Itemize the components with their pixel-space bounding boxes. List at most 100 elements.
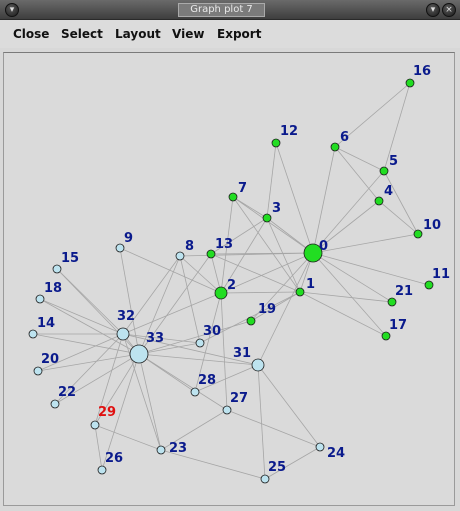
window-menu-icon[interactable]: ▾ [5,3,19,17]
graph-edge-26-33 [101,353,140,471]
graph-node-7[interactable] [228,192,238,202]
node-label-5: 5 [389,154,398,169]
graph-edge-0-21 [312,252,393,303]
graph-edge-14-33 [32,333,140,355]
window-title: Graph plot 7 [178,3,265,17]
node-label-3: 3 [272,201,281,216]
graph-edge-0-31 [257,252,314,366]
node-label-14: 14 [37,316,55,331]
graph-edge-24-31 [257,364,321,448]
node-label-15: 15 [61,251,79,266]
graph-node-9[interactable] [115,243,125,253]
graph-node-20[interactable] [33,366,43,376]
node-label-26: 26 [105,451,123,466]
graph-edge-19-33 [138,320,252,355]
graph-edge-29-32 [94,333,124,426]
graph-node-1[interactable] [295,287,305,297]
menu-layout[interactable]: Layout [115,27,161,41]
menu-select[interactable]: Select [61,27,103,41]
graph-edge-23-32 [122,333,162,451]
node-label-28: 28 [198,373,216,388]
graph-node-29[interactable] [90,420,100,430]
node-label-13: 13 [215,237,233,252]
edge-layer [32,82,430,480]
node-label-7: 7 [238,181,247,196]
graph-node-12[interactable] [271,138,281,148]
graph-node-31[interactable] [251,358,265,372]
node-label-29: 29 [98,405,116,420]
graph-node-32[interactable] [116,327,130,341]
graph-edge-4-10 [378,200,419,235]
graph-node-8[interactable] [175,251,185,261]
graph-edge-2-32 [122,292,222,335]
graph-edge-2-28 [194,292,222,393]
graph-edge-0-2 [220,252,314,294]
graph-edge-1-7 [232,196,301,293]
graph-edge-8-30 [179,255,201,344]
node-label-12: 12 [280,124,298,139]
menu-bar: Close Select Layout View Export [0,20,460,48]
graph-edge-1-2 [220,291,301,294]
graph-node-26[interactable] [97,465,107,475]
graph-edge-1-19 [250,291,301,322]
node-label-1: 1 [306,277,315,292]
graph-node-11[interactable] [424,280,434,290]
graph-node-28[interactable] [190,387,200,397]
graph-edge-4-6 [334,146,380,202]
graph-node-0[interactable] [303,243,323,263]
node-label-21: 21 [395,284,413,299]
node-label-2: 2 [227,278,236,293]
node-layer [28,78,434,484]
graph-node-17[interactable] [381,331,391,341]
menu-view[interactable]: View [172,27,205,41]
graph-edge-25-31 [257,364,266,480]
window-titlebar[interactable]: ▾ Graph plot 7 ▾ × [0,0,460,20]
menu-export[interactable]: Export [217,27,262,41]
graph-node-3[interactable] [262,213,272,223]
graph-node-25[interactable] [260,474,270,484]
node-label-16: 16 [413,64,431,79]
graph-node-23[interactable] [156,445,166,455]
graph-edge-0-6 [312,146,336,254]
graph-node-33[interactable] [129,344,149,364]
graph-node-2[interactable] [214,286,228,300]
graph-node-16[interactable] [405,78,415,88]
graph-node-22[interactable] [50,399,60,409]
graph-edge-1-21 [299,291,393,303]
graph-node-5[interactable] [379,166,389,176]
close-window-icon[interactable]: × [442,3,456,17]
graph-node-13[interactable] [206,249,216,259]
graph-node-14[interactable] [28,329,38,339]
node-label-24: 24 [327,446,345,461]
graph-node-18[interactable] [35,294,45,304]
graph-node-10[interactable] [413,229,423,239]
graph-edge-3-12 [266,142,277,219]
menu-close[interactable]: Close [13,27,50,41]
graph-edge-20-33 [37,353,140,372]
graph-edge-0-17 [312,252,387,337]
graph-edge-22-33 [54,353,140,405]
graph-edge-8-33 [138,255,181,355]
graph-node-4[interactable] [374,196,384,206]
graph-node-30[interactable] [195,338,205,348]
graph-node-19[interactable] [246,316,256,326]
graph-edge-2-7 [220,196,234,294]
graph-edge-31-33 [138,353,259,366]
minimize-icon[interactable]: ▾ [426,3,440,17]
graph-node-27[interactable] [222,405,232,415]
node-label-10: 10 [423,218,441,233]
graph-edge-3-13 [210,217,268,255]
graph-node-15[interactable] [52,264,62,274]
graph-node-6[interactable] [330,142,340,152]
node-label-18: 18 [44,281,62,296]
graph-node-24[interactable] [315,442,325,452]
graph-edge-27-33 [138,353,228,411]
graph-edge-2-3 [220,217,268,294]
node-label-33: 33 [146,331,164,346]
graph-node-21[interactable] [387,297,397,307]
graph-edge-3-7 [232,196,268,219]
graph-edge-28-31 [194,364,259,393]
